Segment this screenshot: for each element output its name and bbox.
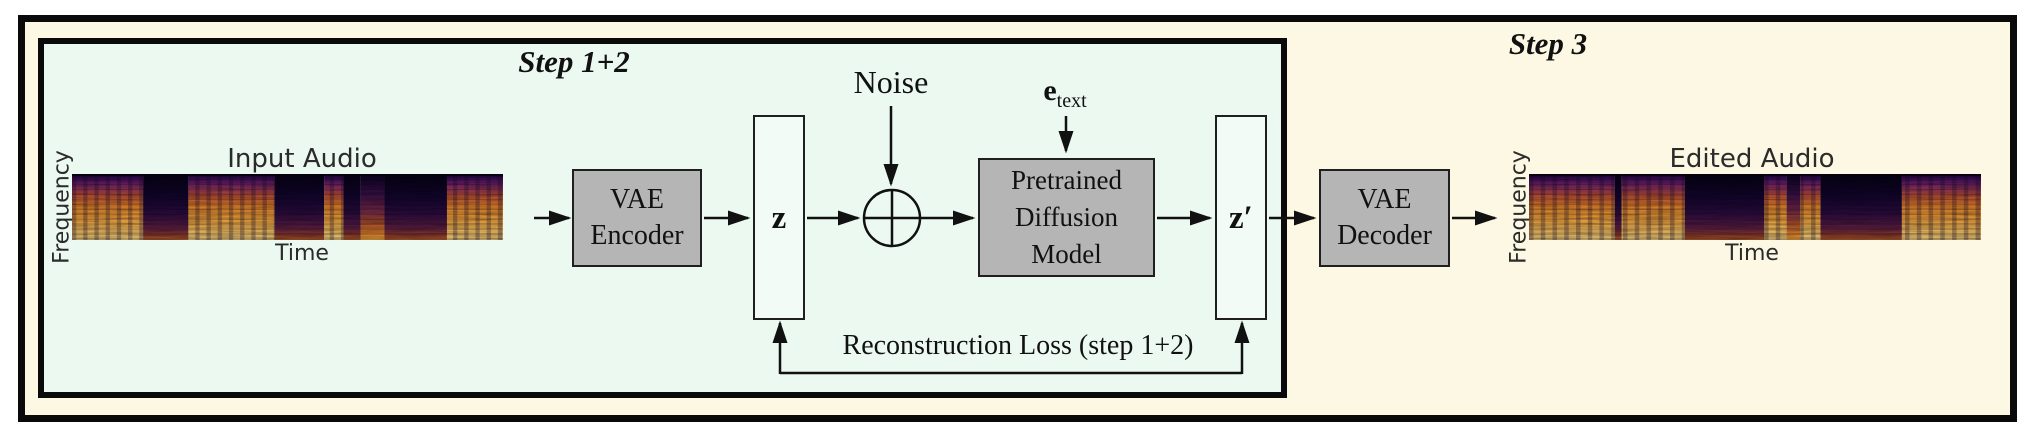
text-embedding-label: etext xyxy=(1043,74,1086,113)
input-audio-spectrogram xyxy=(72,174,503,240)
diffusion-label-line3: Model xyxy=(1031,239,1102,269)
step3-title: Step 3 xyxy=(1508,26,1588,61)
edited-audio-ylabel: Frequency xyxy=(1506,150,1532,264)
input-audio-title: Input Audio xyxy=(227,144,377,174)
text-embedding-sub: text xyxy=(1056,90,1087,112)
latent-z-box: z xyxy=(753,115,805,320)
latent-z-prime-label: z′ xyxy=(1229,199,1253,236)
latent-z-prime-box: z′ xyxy=(1215,115,1267,320)
step12-title: Step 1+2 xyxy=(518,44,630,79)
vae-decoder-label-line1: VAE xyxy=(1357,184,1412,215)
edited-audio-spectrogram xyxy=(1529,174,1981,240)
text-embedding-base: e xyxy=(1043,74,1057,107)
vae-encoder-label-line2: Encoder xyxy=(590,220,684,251)
diffusion-model-box: Pretrained Diffusion Model xyxy=(978,158,1155,277)
vae-decoder-box: VAE Decoder xyxy=(1319,169,1450,267)
noise-label: Noise xyxy=(853,64,929,100)
diffusion-label-line2: Diffusion xyxy=(1014,202,1118,232)
edited-audio-title: Edited Audio xyxy=(1669,144,1835,174)
reconstruction-loss-label: Reconstruction Loss (step 1+2) xyxy=(842,330,1194,361)
vae-decoder-label-line2: Decoder xyxy=(1337,220,1432,251)
edited-audio-xlabel: Time xyxy=(1725,241,1779,266)
latent-z-label: z xyxy=(771,199,787,236)
input-audio-ylabel: Frequency xyxy=(49,150,75,264)
vae-encoder-label-line1: VAE xyxy=(610,184,664,215)
diffusion-label-line1: Pretrained xyxy=(1011,165,1122,195)
input-audio-xlabel: Time xyxy=(275,241,329,266)
vae-encoder-box: VAE Encoder xyxy=(572,169,702,267)
